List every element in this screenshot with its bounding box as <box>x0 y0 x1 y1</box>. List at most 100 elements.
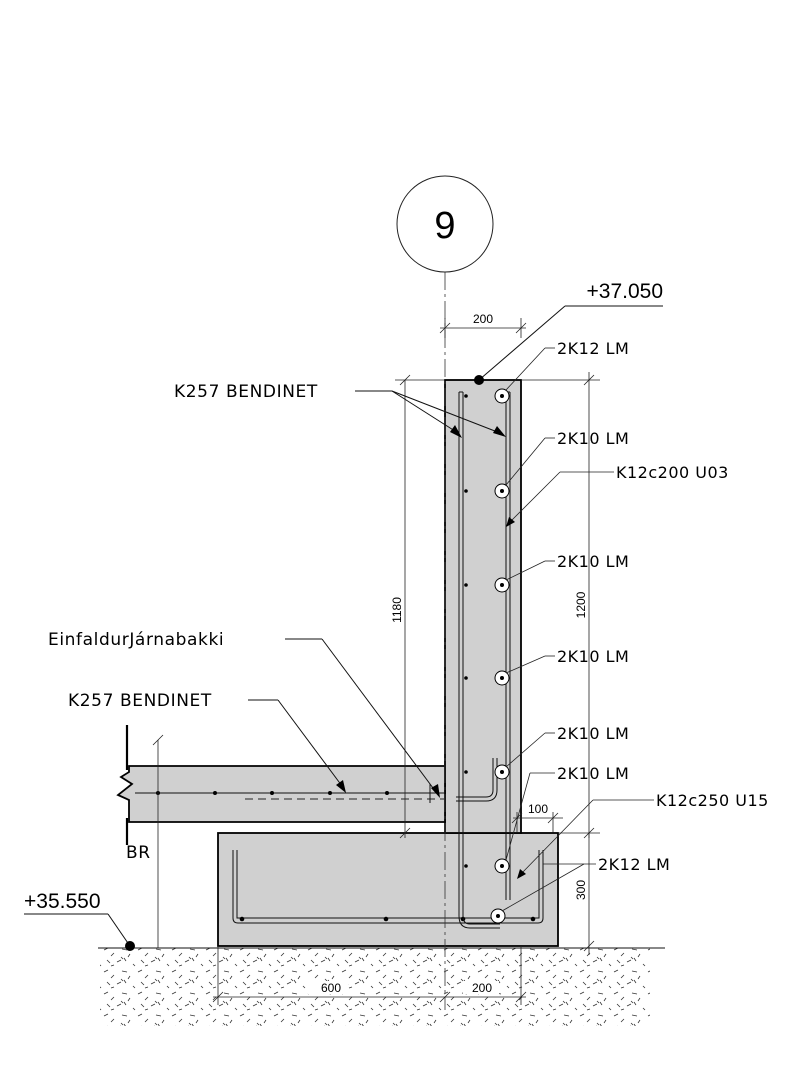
leader <box>501 863 585 912</box>
wall <box>444 379 522 929</box>
label-bakki: EinfaldurJárnabakki <box>48 630 224 650</box>
callout-2k10-3: 2K10 LM <box>557 647 629 666</box>
callout-2k10-4: 2K10 LM <box>557 724 629 743</box>
annotations-right: 2K12 LM 2K10 LM K12c200 U03 2K10 LM 2K10… <box>501 339 769 912</box>
leader <box>505 732 546 768</box>
footing-bar-dot <box>239 916 245 922</box>
bar-dot <box>464 394 468 398</box>
slab-concrete <box>116 765 446 823</box>
grid-axis: 9 <box>396 175 494 1010</box>
ground <box>98 947 665 1026</box>
elevation-top-point <box>474 375 484 385</box>
dim-tick <box>152 734 164 746</box>
rebar-dot <box>500 394 504 398</box>
leader <box>391 390 459 434</box>
dim-1180: 1180 <box>390 597 404 623</box>
dimensions: 200 1180 1200 300 100 600 <box>152 312 600 1005</box>
dim-tick <box>399 374 411 386</box>
rebar-dot <box>500 583 504 587</box>
callout-2k12-bottom: 2K12 LM <box>598 855 670 874</box>
grid-number: 9 <box>434 205 455 247</box>
arrowhead <box>431 784 440 798</box>
dim-tick <box>515 991 527 1003</box>
arrowhead <box>506 517 515 527</box>
leader <box>507 471 561 525</box>
slab-dot <box>270 791 274 795</box>
leader <box>505 772 531 861</box>
footing <box>217 832 559 947</box>
bar-dot <box>464 583 468 587</box>
leader <box>505 347 546 391</box>
floor-slab <box>116 725 446 845</box>
dim-600: 600 <box>321 981 341 995</box>
bar-dot <box>464 770 468 774</box>
wall-concrete <box>444 379 522 834</box>
dim-tick <box>583 374 595 386</box>
elevation-bottom-leader <box>107 913 131 947</box>
dim-300: 300 <box>574 880 588 900</box>
arrowhead <box>336 780 346 793</box>
label-bendinet-top: K257 BENDINET <box>174 382 318 402</box>
rebar-dot <box>500 770 504 774</box>
leader <box>505 560 546 581</box>
grid-bubble <box>396 175 494 273</box>
bar-dot <box>464 864 468 868</box>
bar-dot <box>464 676 468 680</box>
footing-bar-dot <box>383 916 389 922</box>
callout-k12c250: K12c250 U15 <box>656 791 769 810</box>
arrowhead <box>517 869 526 879</box>
rebar-circles <box>490 388 510 924</box>
wall-hook <box>456 758 494 798</box>
dim-label-bg <box>308 981 348 994</box>
rebar-dot <box>496 914 500 918</box>
dim-tick <box>511 812 523 824</box>
elevation-bottom: +35.550 <box>24 890 135 951</box>
leader <box>519 799 594 876</box>
soil-hatch <box>100 948 650 1026</box>
dim-tick <box>515 322 527 334</box>
arrowhead <box>450 425 462 438</box>
wall-left-dots <box>464 394 468 868</box>
dim-tick <box>547 812 559 824</box>
slab-dot <box>213 791 217 795</box>
dim-label-bg <box>463 981 499 994</box>
annotations-left: K257 BENDINET EinfaldurJárnabakki K257 B… <box>48 382 506 863</box>
leader <box>391 390 501 434</box>
elevation-bottom-label: +35.550 <box>24 890 101 913</box>
label-br: BR <box>126 843 151 863</box>
dim-100: 100 <box>528 802 548 816</box>
footing-rebar-u15 <box>232 850 544 924</box>
leader <box>321 638 437 793</box>
dim-tick <box>583 940 595 952</box>
footing-concrete <box>217 832 559 947</box>
dim-1200: 1200 <box>574 591 588 618</box>
callout-2k10-1: 2K10 LM <box>557 429 629 448</box>
dim-200-bottom: 200 <box>472 981 492 995</box>
wall-hook-inner <box>456 758 498 802</box>
leader <box>277 699 343 787</box>
elevation-top-leader <box>478 305 566 381</box>
leader <box>505 655 546 674</box>
elevation-top: +37.050 <box>474 280 663 385</box>
bar-dot <box>464 489 468 493</box>
dim-tick <box>439 991 451 1003</box>
dim-tick <box>439 322 451 334</box>
leader <box>505 437 546 486</box>
elevation-bottom-point <box>125 941 135 951</box>
callout-2k12-top: 2K12 LM <box>557 339 629 358</box>
callout-k12c200: K12c200 U03 <box>616 463 729 482</box>
rebar-dot <box>500 676 504 680</box>
rebar-dot <box>500 489 504 493</box>
callout-2k10-5: 2K10 LM <box>557 764 629 783</box>
slab-dot <box>328 791 332 795</box>
dim-tick <box>399 827 411 839</box>
slab-dot <box>385 791 389 795</box>
dim-tick <box>212 991 224 1003</box>
dim-wall-width: 200 <box>473 312 493 326</box>
wall-bar-left-inner <box>462 392 500 925</box>
footing-bar-dot <box>530 916 536 922</box>
rebar-dot <box>500 864 504 868</box>
callout-2k10-2: 2K10 LM <box>557 552 629 571</box>
label-bendinet-slab: K257 BENDINET <box>68 691 212 711</box>
